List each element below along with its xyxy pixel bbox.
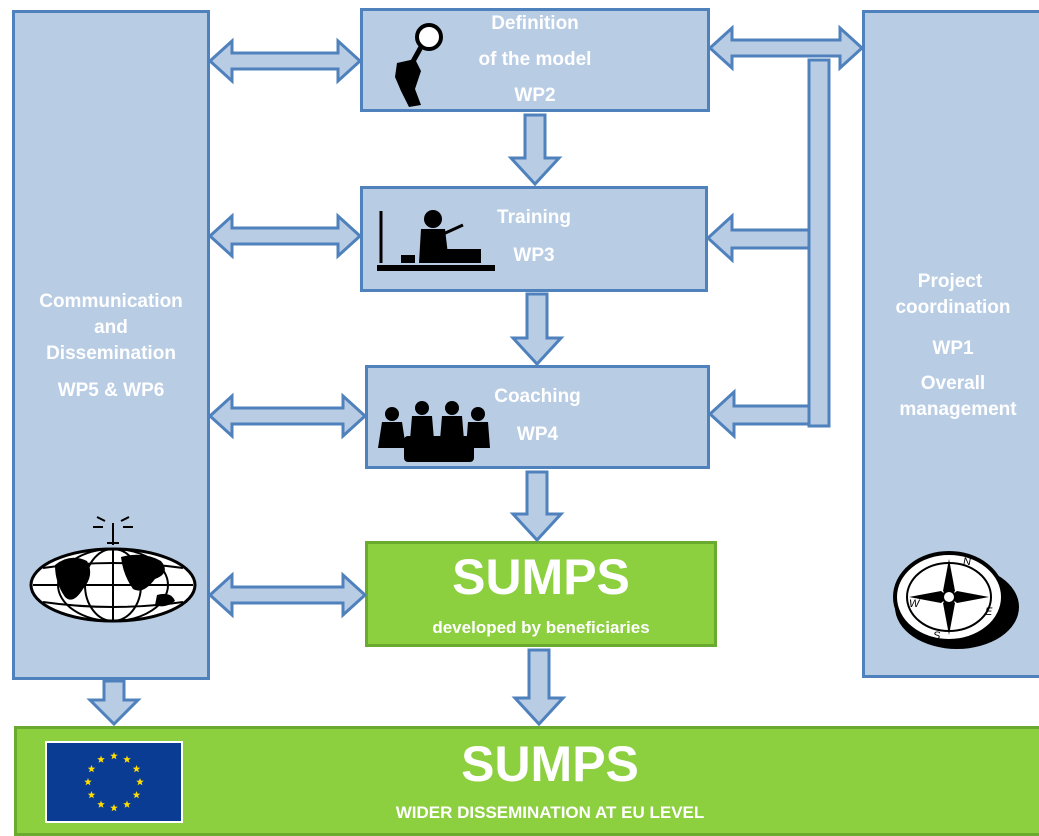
eu-star bbox=[87, 791, 96, 799]
down-arrow-wp4-sumps bbox=[509, 470, 565, 543]
eu-star bbox=[97, 800, 105, 808]
eu-star bbox=[87, 765, 96, 773]
arrow-to-wp3 bbox=[705, 212, 811, 264]
wp2-line1: Definition bbox=[491, 13, 579, 34]
definition-model-box: Definition of the model WP2 bbox=[360, 8, 710, 112]
meeting-people-icon bbox=[378, 401, 490, 462]
compass-icon: N W E S bbox=[893, 551, 1019, 649]
banner-title: SUMPS bbox=[461, 736, 639, 792]
down-arrow-wp2-wp3 bbox=[507, 113, 563, 187]
right-panel-line1: Project bbox=[917, 271, 983, 292]
communication-dissemination-panel: Communication and Dissemination WP5 & WP… bbox=[12, 10, 210, 680]
eu-star bbox=[110, 752, 118, 760]
eu-star bbox=[123, 755, 131, 763]
coordination-vertical-bar bbox=[807, 58, 831, 428]
sumps-subtitle: developed by beneficiaries bbox=[432, 618, 650, 637]
globe-antenna-icon bbox=[29, 516, 197, 623]
project-coordination-panel: Project coordination WP1 Overall managem… bbox=[862, 10, 1039, 678]
double-arrow-left-sumps bbox=[207, 571, 368, 619]
sumps-title: SUMPS bbox=[452, 549, 630, 605]
eu-star bbox=[132, 791, 141, 799]
right-panel-wp: WP1 bbox=[932, 338, 974, 359]
down-arrow-sumps-banner bbox=[511, 648, 567, 727]
magnifier-hand-icon bbox=[395, 23, 443, 107]
left-panel-line3: Dissemination bbox=[46, 343, 176, 364]
teacher-desk-icon bbox=[377, 210, 495, 271]
coaching-box: Coaching WP4 bbox=[365, 365, 710, 469]
eu-star bbox=[136, 778, 144, 786]
left-panel-line1: Communication bbox=[39, 291, 183, 312]
arrow-to-wp4 bbox=[707, 388, 811, 440]
wp2-wp: WP2 bbox=[514, 85, 556, 106]
wp4-wp: WP4 bbox=[516, 424, 559, 445]
left-panel-wp: WP5 & WP6 bbox=[57, 380, 165, 401]
wp4-title: Coaching bbox=[494, 386, 581, 407]
double-arrow-right-wp2 bbox=[707, 24, 865, 72]
wp2-line2: of the model bbox=[478, 49, 592, 70]
left-panel-line2: and bbox=[94, 317, 128, 338]
right-panel-line2: coordination bbox=[895, 297, 1011, 318]
wp3-wp: WP3 bbox=[513, 245, 555, 266]
eu-star bbox=[110, 804, 118, 812]
down-arrow-wp3-wp4 bbox=[509, 292, 565, 367]
wp3-title: Training bbox=[497, 207, 571, 228]
eu-star bbox=[123, 800, 131, 808]
eu-star bbox=[132, 765, 141, 773]
sumps-beneficiaries-box: SUMPS developed by beneficiaries bbox=[365, 541, 717, 647]
double-arrow-left-wp3 bbox=[207, 212, 363, 260]
double-arrow-left-wp2 bbox=[207, 37, 363, 85]
double-arrow-left-wp4 bbox=[207, 392, 368, 440]
right-panel-line3: Overall bbox=[920, 373, 986, 394]
svg-text:E: E bbox=[985, 606, 993, 618]
wider-dissemination-banner: SUMPS WIDER DISSEMINATION AT EU LEVEL bbox=[14, 726, 1039, 836]
eu-star bbox=[84, 778, 92, 786]
right-panel-line4: management bbox=[899, 399, 1017, 420]
svg-text:W: W bbox=[909, 598, 921, 610]
eu-star bbox=[97, 755, 105, 763]
banner-subtitle: WIDER DISSEMINATION AT EU LEVEL bbox=[395, 803, 705, 822]
svg-text:S: S bbox=[933, 630, 941, 642]
svg-text:N: N bbox=[963, 556, 971, 568]
eu-flag-icon bbox=[45, 741, 183, 823]
down-arrow-left-banner bbox=[86, 679, 142, 727]
training-box: Training WP3 bbox=[360, 186, 708, 292]
